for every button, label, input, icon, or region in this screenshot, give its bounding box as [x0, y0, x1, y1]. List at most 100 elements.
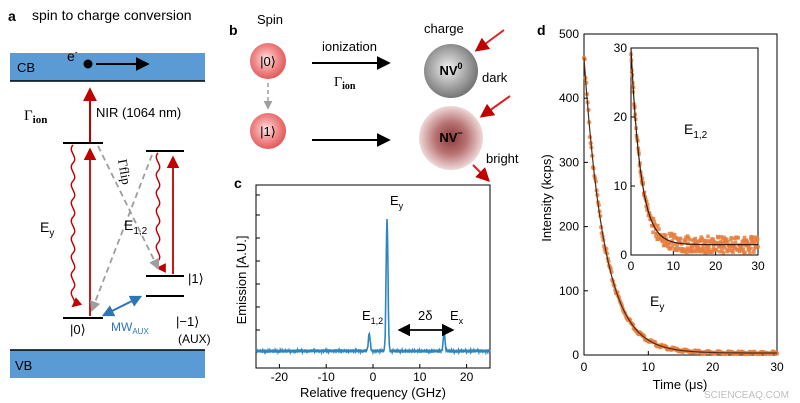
- inset-ytick-label: 10: [614, 179, 628, 193]
- inset-point: [661, 237, 665, 241]
- inset-point: [672, 232, 677, 237]
- gamma-ion-label: Γion: [24, 108, 47, 126]
- nir-label: NIR (1064 nm): [96, 105, 181, 120]
- decay-fit-line: [583, 57, 777, 354]
- inset-point: [752, 241, 757, 246]
- inset-point: [733, 240, 738, 245]
- inset-fit-line: [630, 47, 758, 246]
- nv-minus-sphere: [419, 106, 483, 170]
- peak-ex-label: Ex: [450, 308, 464, 326]
- inset-point: [683, 238, 688, 242]
- inset-point: [741, 238, 746, 243]
- spin-label: Spin: [257, 12, 283, 27]
- emitted-light-arrow: [472, 164, 490, 182]
- ey-label: Ey: [40, 219, 54, 239]
- inset-point: [670, 239, 674, 243]
- inset-point: [743, 251, 747, 255]
- inset-point: [645, 202, 650, 207]
- nv0-sphere: [424, 44, 478, 98]
- spin-0-sphere: [250, 43, 286, 79]
- electron-label: e-: [67, 47, 78, 64]
- mw-aux-label: MWAUX: [111, 320, 149, 336]
- spectrum-xlabel: Relative frequency (GHz): [300, 385, 446, 400]
- spectrum-line: [255, 218, 491, 356]
- flip-arrow-down-right: [97, 145, 160, 270]
- spectrum-xtick-label: 0: [370, 370, 377, 384]
- inset-point: [667, 231, 672, 236]
- gamma-ion-label-b: Γion: [334, 75, 356, 92]
- flip-arrow-down-left: [90, 154, 153, 313]
- incoming-laser-arrow-top: [474, 29, 505, 52]
- inset-point: [668, 246, 673, 251]
- inset-point: [726, 240, 730, 244]
- incoming-laser-arrow-bottom: [479, 95, 511, 118]
- decay-xlabel: Time (μs): [653, 377, 708, 392]
- peak-ey-label: Ey: [390, 193, 404, 211]
- ey-curve-label: Ey: [650, 293, 664, 313]
- charge-label: charge: [424, 21, 464, 36]
- inset-point: [731, 250, 735, 254]
- decay-xtick-label: 30: [770, 360, 784, 374]
- inset-point: [642, 190, 647, 195]
- inset-point: [729, 236, 734, 240]
- inset-point: [742, 235, 747, 240]
- level-minus1-label: |−1⟩: [176, 314, 199, 329]
- inset-point: [711, 237, 715, 242]
- inset-xtick-label: 10: [667, 259, 681, 273]
- decay-ytick-label: 500: [559, 27, 579, 41]
- inset-point: [756, 244, 760, 249]
- peak-e12-label: E1,2: [362, 308, 383, 326]
- inset-point: [709, 239, 714, 244]
- inset-point: [669, 234, 673, 238]
- valence-band: [10, 350, 205, 378]
- delta-label: 2δ: [418, 308, 432, 323]
- inset-point: [755, 237, 760, 242]
- decay-ytick-label: 100: [559, 284, 579, 298]
- decay-axes-frame: [583, 33, 778, 356]
- inset-point: [707, 245, 711, 249]
- spin-1-label: |1⟩: [260, 124, 276, 139]
- inset-point: [719, 245, 724, 250]
- inset-point: [666, 242, 671, 246]
- inset-point: [647, 211, 652, 216]
- inset-point: [654, 234, 658, 239]
- inset-point: [663, 243, 668, 248]
- inset-point: [737, 249, 742, 254]
- inset-point: [685, 250, 689, 255]
- inset-point: [641, 181, 646, 185]
- aux-label: (AUX): [178, 332, 211, 346]
- inset-point: [721, 251, 726, 255]
- inset-point: [657, 227, 661, 231]
- spectrum-xtick-label: 20: [460, 370, 474, 384]
- inset-point: [708, 250, 713, 254]
- inset-point: [724, 237, 729, 242]
- inset-label: E1,2: [684, 121, 708, 141]
- inset-xtick-label: 0: [628, 259, 635, 273]
- nv-minus-label: NV−: [439, 128, 462, 145]
- inset-point: [702, 247, 706, 251]
- level-0-label: |0⟩: [70, 322, 86, 337]
- inset-point: [651, 216, 656, 221]
- inset-point: [648, 214, 653, 218]
- inset-xtick-label: 30: [751, 259, 765, 273]
- panel-c-letter: c: [234, 175, 242, 191]
- inset-point: [754, 245, 758, 250]
- inset-point: [691, 247, 695, 251]
- panel-a-letter: a: [8, 8, 16, 24]
- inset-point: [651, 230, 655, 235]
- inset-point: [694, 239, 698, 244]
- inset-point: [715, 241, 720, 245]
- inset-ytick-label: 0: [620, 248, 627, 262]
- inset-point: [673, 242, 677, 246]
- bright-label: bright: [486, 151, 519, 166]
- nv0-label: NV0: [439, 61, 462, 78]
- inset-point: [640, 176, 645, 181]
- inset-point: [732, 244, 736, 248]
- inset-point: [663, 233, 668, 238]
- inset-point: [655, 223, 660, 228]
